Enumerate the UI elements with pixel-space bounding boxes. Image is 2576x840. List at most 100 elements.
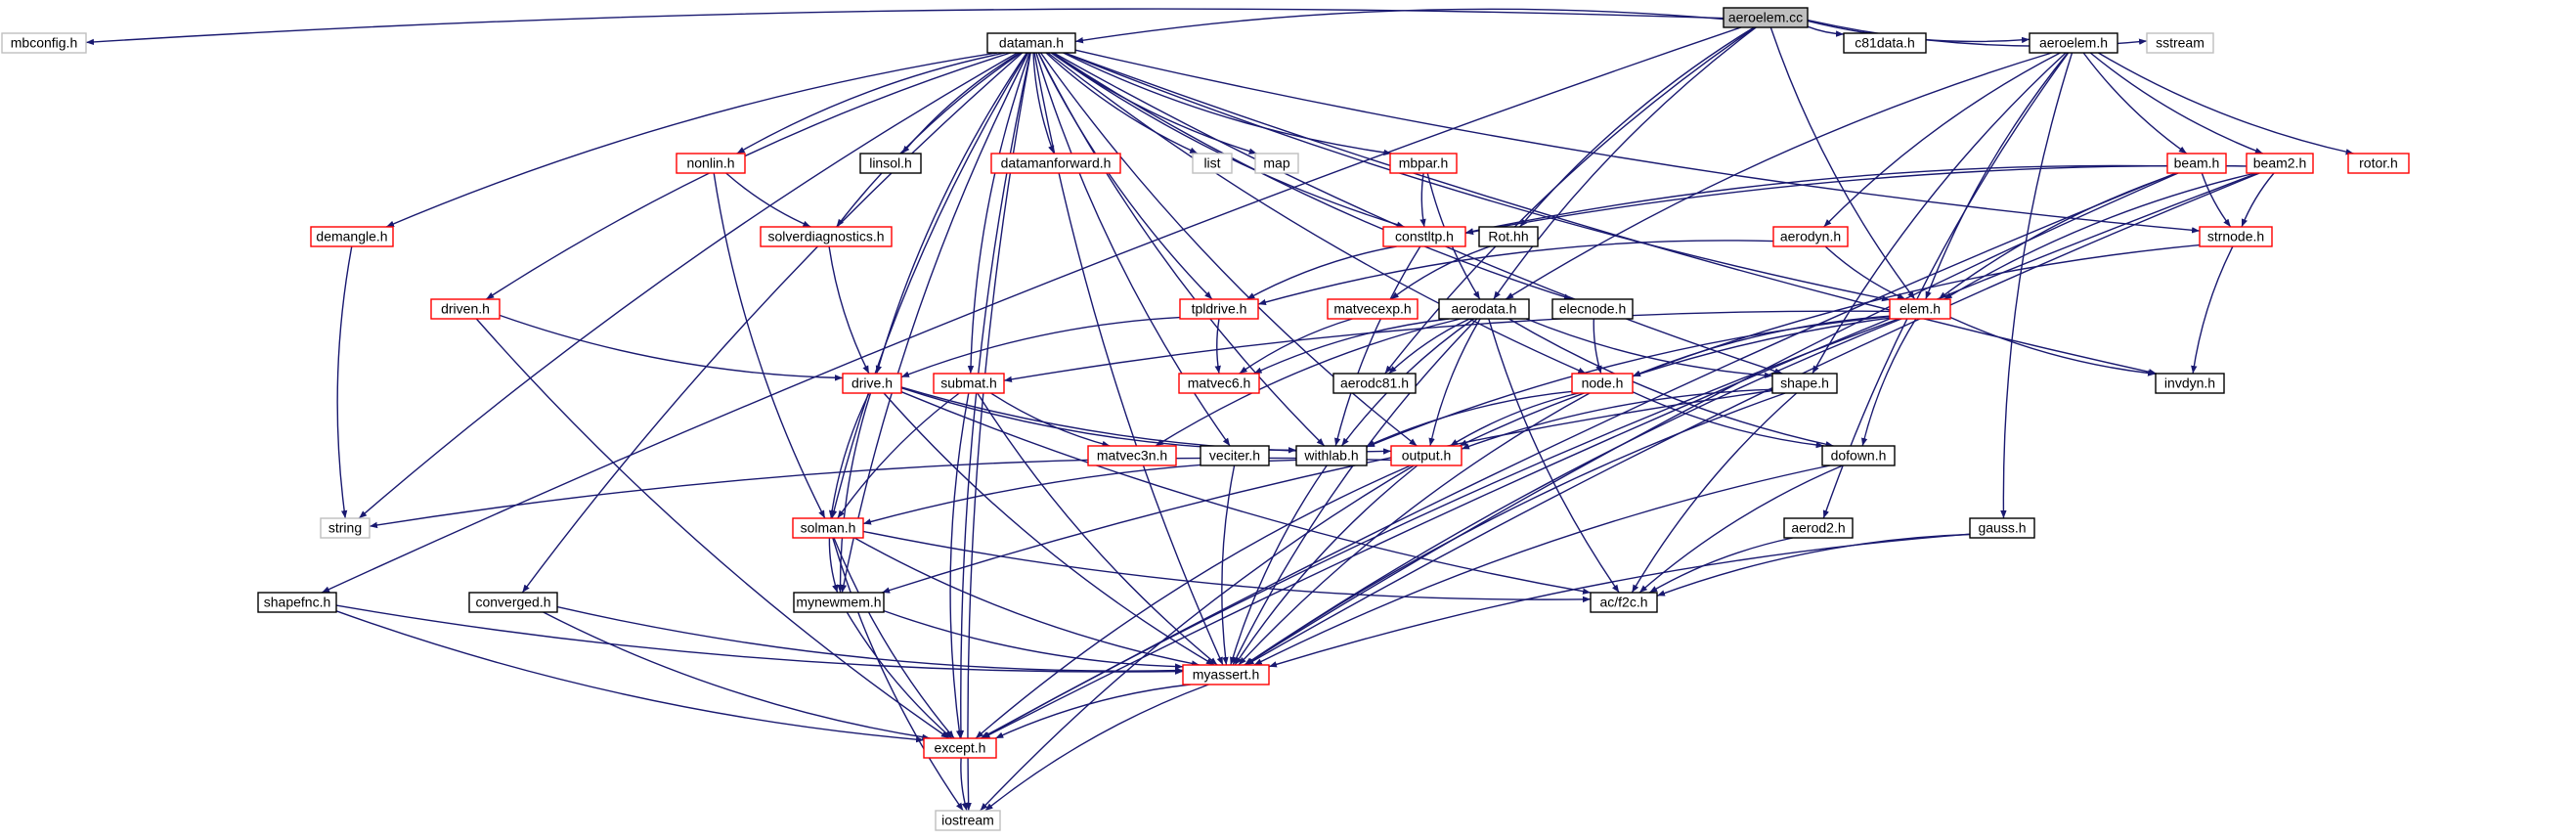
node-nonlin-h[interactable]: nonlin.h xyxy=(676,153,746,174)
node-label: aerodc81.h xyxy=(1340,376,1409,391)
node-iostream: iostream xyxy=(935,810,1001,831)
edge-dataman_h-to-mbpar_h xyxy=(1063,52,1392,156)
edge-submat_h-to-myassert_h xyxy=(977,392,1218,666)
node-label: beam2.h xyxy=(2253,155,2306,171)
node-label: withlab.h xyxy=(1303,448,1358,464)
node-label: node.h xyxy=(1582,376,1624,391)
node-solman-h[interactable]: solman.h xyxy=(792,517,864,539)
node-label: drive.h xyxy=(851,376,893,391)
node-linsol-h[interactable]: linsol.h xyxy=(859,153,922,174)
edge-drive_h-to-myassert_h xyxy=(883,392,1215,666)
node-beam2-h[interactable]: beam2.h xyxy=(2246,153,2314,174)
node-rot-hh[interactable]: Rot.hh xyxy=(1478,226,1539,247)
node-box xyxy=(1389,153,1458,174)
node-mbconfig-h: mbconfig.h xyxy=(1,32,87,54)
node-label: matvecexp.h xyxy=(1333,301,1411,317)
node-box xyxy=(2246,153,2314,174)
edge-dataman_h-to-list xyxy=(1045,52,1199,155)
edge-nonlin_h-to-solverdiagnostics_h xyxy=(725,172,811,228)
node-label: driven.h xyxy=(441,301,490,317)
node-gauss-h[interactable]: gauss.h xyxy=(1969,517,2035,539)
node-acf2c-h[interactable]: ac/f2c.h xyxy=(1590,592,1658,613)
node-dataman-h[interactable]: dataman.h xyxy=(986,32,1076,54)
node-matvec6-h[interactable]: matvec6.h xyxy=(1178,373,1260,394)
node-label: mbpar.h xyxy=(1399,155,1449,171)
node-label: myassert.h xyxy=(1193,667,1259,683)
edge-shape_h-to-output_h xyxy=(1461,388,1773,450)
edge-demangle_h-to-string xyxy=(336,245,353,519)
node-elem-h[interactable]: elem.h xyxy=(1889,298,1951,320)
node-matvec3n-h[interactable]: matvec3n.h xyxy=(1087,445,1177,466)
node-aerodc81-h[interactable]: aerodc81.h xyxy=(1332,373,1417,394)
node-matvecexp-h[interactable]: matvecexp.h xyxy=(1327,298,1419,320)
edge-dataman_h-to-solverdiagnostics_h xyxy=(836,52,1022,228)
node-aeroelem-cc[interactable]: aeroelem.cc xyxy=(1723,7,1809,28)
edge-aeroelem_cc-to-rot_hh xyxy=(1519,26,1755,228)
edge-gauss_h-to-myassert_h xyxy=(1268,533,1971,668)
node-label: ac/f2c.h xyxy=(1599,595,1647,610)
edge-nonlin_h-to-solman_h xyxy=(713,172,826,519)
edge-solman_h-to-acf2c_h xyxy=(862,530,1592,603)
node-label: solverdiagnostics.h xyxy=(767,229,884,244)
node-mbpar-h[interactable]: mbpar.h xyxy=(1389,153,1458,174)
node-box xyxy=(923,737,997,759)
node-rotor-h[interactable]: rotor.h xyxy=(2347,153,2410,174)
node-converged-h[interactable]: converged.h xyxy=(468,592,558,613)
node-box xyxy=(1179,298,1259,320)
node-label: string xyxy=(328,520,362,536)
node-box xyxy=(792,517,864,539)
node-label: demangle.h xyxy=(316,229,387,244)
node-label: tpldrive.h xyxy=(1192,301,1247,317)
node-invdyn-h[interactable]: invdyn.h xyxy=(2155,373,2225,394)
edge-beam_h-to-myassert_h xyxy=(1244,172,2179,666)
node-beam-h[interactable]: beam.h xyxy=(2166,153,2227,174)
node-box xyxy=(2155,373,2225,394)
node-label: shapefnc.h xyxy=(264,595,331,610)
node-constltp-h[interactable]: constltp.h xyxy=(1382,226,1466,247)
node-box xyxy=(2166,153,2227,174)
node-box xyxy=(990,153,1121,174)
edge-node_h-to-dofown_h xyxy=(1632,391,1824,449)
node-veciter-h[interactable]: veciter.h xyxy=(1200,445,1270,466)
node-box xyxy=(1332,373,1417,394)
node-demangle-h[interactable]: demangle.h xyxy=(310,226,394,247)
edge-submat_h-to-solman_h xyxy=(837,392,960,519)
node-shape-h[interactable]: shape.h xyxy=(1771,373,1838,394)
node-elecnode-h[interactable]: elecnode.h xyxy=(1551,298,1634,320)
node-strnode-h[interactable]: strnode.h xyxy=(2199,226,2273,247)
edge-elem_h-to-dofown_h xyxy=(1860,318,1917,447)
node-label: strnode.h xyxy=(2207,229,2264,244)
node-aeroelem-h[interactable]: aeroelem.h xyxy=(2029,32,2118,54)
node-c81data-h[interactable]: c81data.h xyxy=(1843,32,1927,54)
node-myassert-h[interactable]: myassert.h xyxy=(1182,664,1270,685)
edge-dataman_h-to-datamanforward_h xyxy=(1032,52,1055,155)
node-datamanforward-h[interactable]: datamanforward.h xyxy=(990,153,1121,174)
node-aerodata-h[interactable]: aerodata.h xyxy=(1438,298,1530,320)
node-submat-h[interactable]: submat.h xyxy=(933,373,1005,394)
nodes-layer: aeroelem.cc mbconfig.h dataman.h c81data.h a… xyxy=(1,7,2410,831)
node-tpldrive-h[interactable]: tpldrive.h xyxy=(1179,298,1259,320)
node-shapefnc-h[interactable]: shapefnc.h xyxy=(257,592,337,613)
node-except-h[interactable]: except.h xyxy=(923,737,997,759)
node-dofown-h[interactable]: dofown.h xyxy=(1821,445,1896,466)
node-output-h[interactable]: output.h xyxy=(1390,445,1463,466)
edge-matvecexp_h-to-matvec6_h xyxy=(1239,318,1353,375)
node-drive-h[interactable]: drive.h xyxy=(842,373,902,394)
edge-gauss_h-to-acf2c_h xyxy=(1656,533,1971,597)
edge-elem_h-to-invdyn_h xyxy=(1949,316,2157,376)
node-withlab-h[interactable]: withlab.h xyxy=(1295,445,1368,466)
node-node-h[interactable]: node.h xyxy=(1571,373,1634,394)
edge-myassert_h-to-iostream xyxy=(984,684,1209,812)
node-solverdiagnostics-h[interactable]: solverdiagnostics.h xyxy=(760,226,893,247)
node-driven-h[interactable]: driven.h xyxy=(430,298,501,320)
node-aerodyn-h[interactable]: aerodyn.h xyxy=(1772,226,1849,247)
node-box xyxy=(793,592,885,613)
node-label: aerodyn.h xyxy=(1780,229,1841,244)
node-box xyxy=(1087,445,1177,466)
edge-aeroelem_h-to-elem_h xyxy=(1925,52,2069,300)
node-box xyxy=(933,373,1005,394)
edge-rot_hh-to-matvecexp_h xyxy=(1390,245,1491,300)
node-box xyxy=(468,592,558,613)
node-mynewmem-h[interactable]: mynewmem.h xyxy=(793,592,885,613)
node-aerod2-h[interactable]: aerod2.h xyxy=(1783,517,1854,539)
